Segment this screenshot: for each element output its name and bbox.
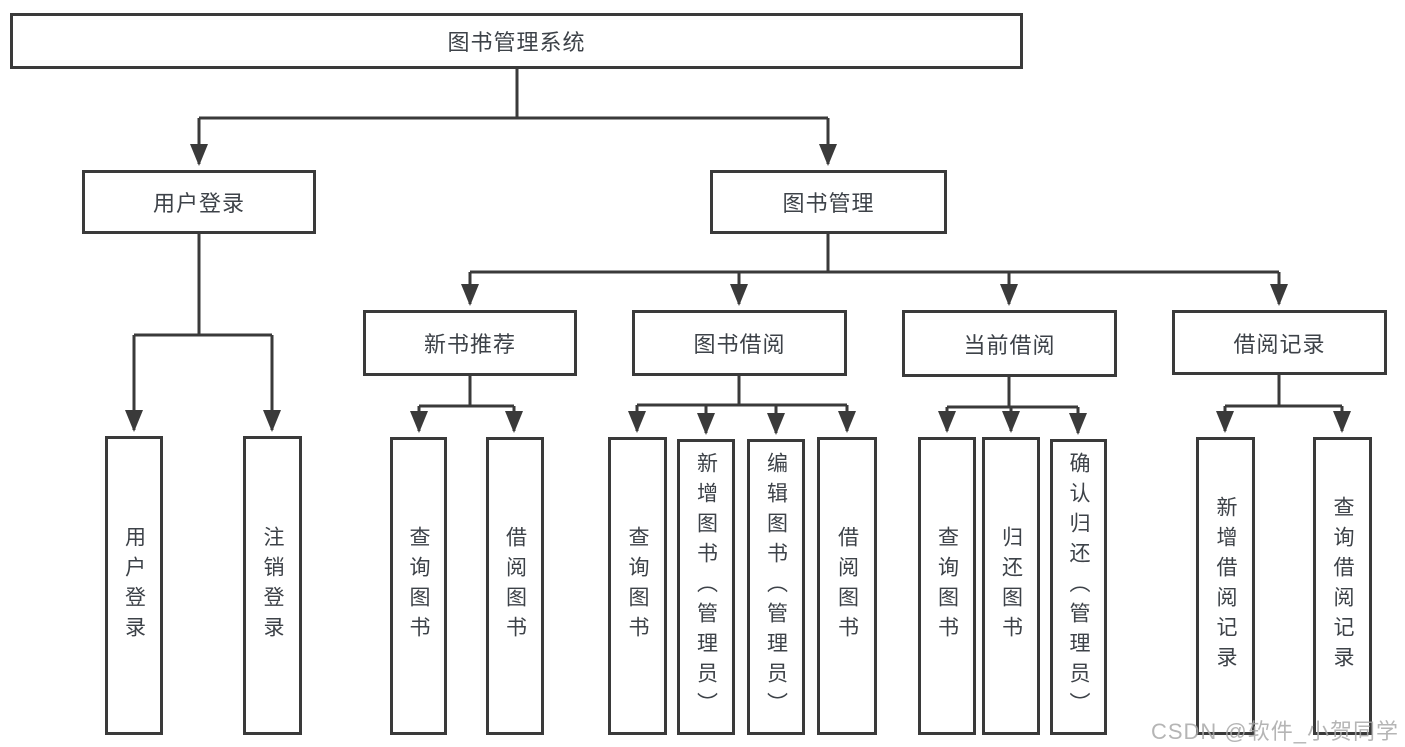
leaf-label: 查询图书 <box>407 526 430 646</box>
leaf-add-book-admin: 新增图书（管理员） <box>677 439 735 735</box>
leaf-label: 编辑图书（管理员） <box>764 452 788 722</box>
leaf-label: 查询图书 <box>935 526 959 646</box>
node-current-borrow: 当前借阅 <box>902 310 1117 377</box>
leaf-logout: 注销登录 <box>243 436 302 735</box>
leaf-borrow-books: 借阅图书 <box>817 437 877 735</box>
leaf-label: 查询借阅记录 <box>1331 496 1354 676</box>
node-book-borrow: 图书借阅 <box>632 310 847 376</box>
node-book-management: 图书管理 <box>710 170 947 234</box>
leaf-user-login: 用户登录 <box>105 436 163 735</box>
leaf-label: 新增图书（管理员） <box>694 452 718 722</box>
node-borrow-records: 借阅记录 <box>1172 310 1387 375</box>
leaf-label: 注销登录 <box>261 525 284 646</box>
leaf-label: 查询图书 <box>626 526 649 646</box>
leaf-label: 确认归还（管理员） <box>1067 452 1090 722</box>
leaf-label: 借阅图书 <box>835 526 859 646</box>
leaf-label: 归还图书 <box>999 526 1023 646</box>
node-library-system: 图书管理系统 <box>10 13 1023 69</box>
leaf-confirm-return-admin: 确认归还（管理员） <box>1050 439 1107 735</box>
leaf-label: 借阅图书 <box>503 526 527 646</box>
leaf-label: 新增借阅记录 <box>1214 496 1237 676</box>
leaf-query-books-borrow: 查询图书 <box>608 437 667 735</box>
leaf-return-books: 归还图书 <box>982 437 1040 735</box>
leaf-query-borrow-record: 查询借阅记录 <box>1313 437 1372 735</box>
node-user-login: 用户登录 <box>82 170 316 234</box>
leaf-borrow-books-recommend: 借阅图书 <box>486 437 544 735</box>
node-new-book-recommend: 新书推荐 <box>363 310 577 376</box>
leaf-edit-book-admin: 编辑图书（管理员） <box>747 439 805 735</box>
leaf-label: 用户登录 <box>122 525 146 646</box>
leaf-query-books-recommend: 查询图书 <box>390 437 447 735</box>
leaf-add-borrow-record: 新增借阅记录 <box>1196 437 1255 735</box>
leaf-query-books-current: 查询图书 <box>918 437 976 735</box>
csdn-watermark: CSDN @软件_小贺同学 <box>1150 719 1399 744</box>
